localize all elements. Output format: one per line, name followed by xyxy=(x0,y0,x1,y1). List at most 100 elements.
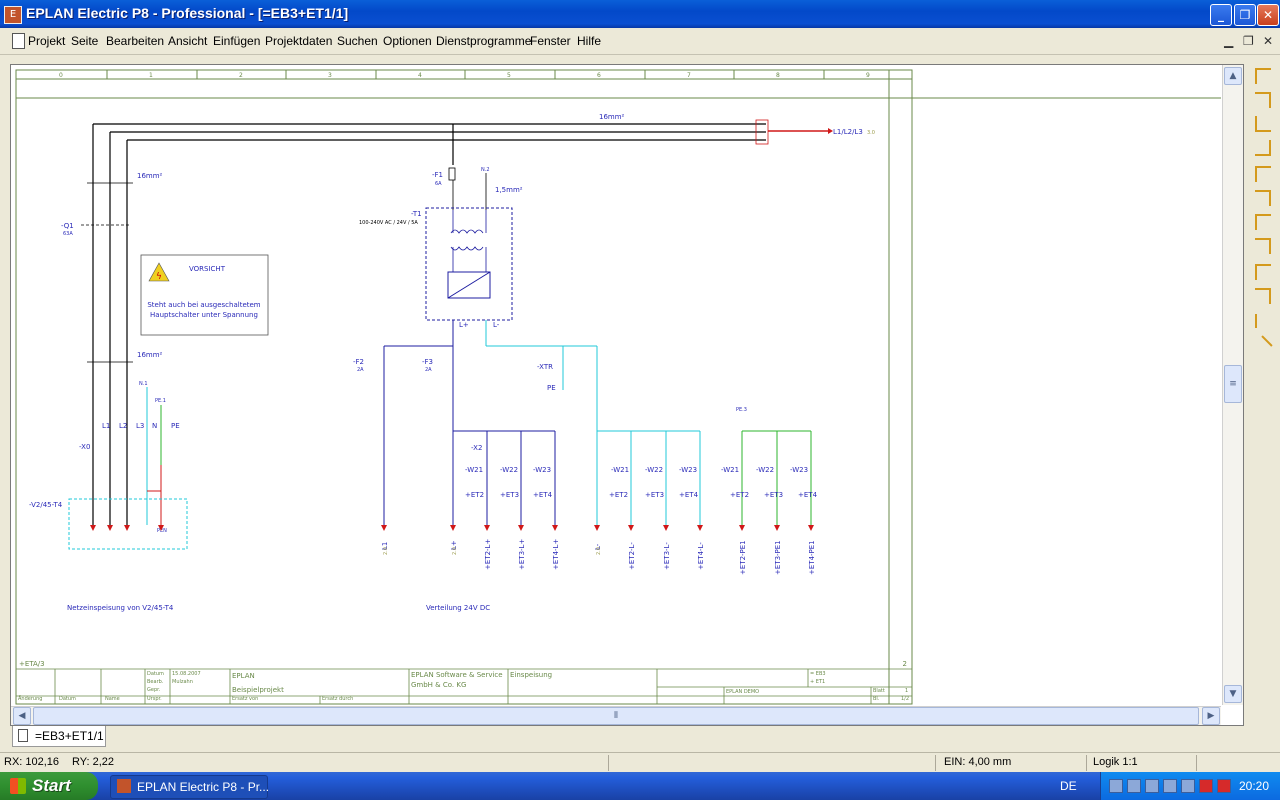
svg-text:+ET3: +ET3 xyxy=(764,491,783,499)
svg-text:2.0: 2.0 xyxy=(596,547,602,555)
svg-text:+ET4: +ET4 xyxy=(798,491,818,499)
t-junction-right-icon[interactable] xyxy=(1255,214,1271,230)
title-bar: E EPLAN Electric P8 - Professional - [=E… xyxy=(0,0,1280,28)
svg-text:+ET4-PE1: +ET4-PE1 xyxy=(808,540,816,575)
svg-text:+ET2: +ET2 xyxy=(465,491,484,499)
horizontal-scroll-thumb[interactable]: ⦀ xyxy=(33,707,1199,725)
vertical-scroll-thumb[interactable]: ≡ xyxy=(1224,365,1242,403)
svg-text:Änderung: Änderung xyxy=(18,695,42,702)
svg-text:Name: Name xyxy=(105,696,120,702)
column-3: 3 xyxy=(328,72,332,79)
warning-box xyxy=(140,254,269,336)
svg-text:L-: L- xyxy=(493,321,500,329)
eta-label: +ETA/3 xyxy=(19,660,45,668)
menu-suchen[interactable]: Suchen xyxy=(337,34,378,48)
battery-icon[interactable] xyxy=(1181,779,1195,793)
window-title: EPLAN Electric P8 - Professional - [=EB3… xyxy=(26,5,349,21)
symbol-toolbar xyxy=(1248,62,1278,362)
scroll-up-button[interactable]: ▲ xyxy=(1224,67,1242,85)
corner-top-right-icon[interactable] xyxy=(1255,92,1271,108)
acrobat-icon[interactable] xyxy=(1217,779,1231,793)
language-indicator[interactable]: DE xyxy=(1060,779,1077,793)
page-number: 2 xyxy=(903,660,907,668)
eplan-task-icon xyxy=(117,779,131,793)
menu-fenster[interactable]: Fenster xyxy=(530,34,571,48)
svg-text:Blatt: Blatt xyxy=(873,688,885,694)
svg-text:-XTR: -XTR xyxy=(537,363,553,371)
schematic-canvas[interactable]: 0 1 2 3 4 5 6 7 8 9 xyxy=(11,65,1221,705)
diagonal-connection-icon[interactable] xyxy=(1251,335,1273,357)
column-4: 4 xyxy=(418,72,422,79)
start-button[interactable]: Start xyxy=(0,772,98,800)
svg-text:6A: 6A xyxy=(435,181,442,187)
horizontal-scrollbar[interactable]: ◀ ⦀ ▶ xyxy=(11,706,1221,725)
cross-junction-icon[interactable] xyxy=(1255,264,1271,280)
svg-text:L2: L2 xyxy=(119,422,127,430)
svg-text:+ ET1: + ET1 xyxy=(810,679,825,685)
svg-text:-T1: -T1 xyxy=(411,210,422,218)
svg-text:+ET3-L+: +ET3-L+ xyxy=(518,539,526,570)
svg-text:= EB3: = EB3 xyxy=(810,671,826,677)
svg-text:+ET2-L-: +ET2-L- xyxy=(628,542,636,570)
scroll-left-button[interactable]: ◀ xyxy=(13,707,31,725)
menu-einfuegen[interactable]: Einfügen xyxy=(213,34,261,48)
eplan-app-icon[interactable]: E xyxy=(4,6,22,24)
svg-text:Datum: Datum xyxy=(147,671,164,677)
scroll-right-button[interactable]: ▶ xyxy=(1202,707,1220,725)
mdi-close-button[interactable]: ✕ xyxy=(1263,34,1274,48)
menu-optionen[interactable]: Optionen xyxy=(383,34,432,48)
menu-dienstprogramme[interactable]: Dienstprogramme xyxy=(436,34,532,48)
column-7: 7 xyxy=(687,72,691,79)
svg-text:+ET3-PE1: +ET3-PE1 xyxy=(774,540,782,575)
corner-bottom-left-icon[interactable] xyxy=(1255,116,1271,132)
menu-ansicht[interactable]: Ansicht xyxy=(168,34,208,48)
network-icon[interactable] xyxy=(1109,779,1123,793)
t-junction-left-icon[interactable] xyxy=(1255,238,1271,254)
menu-projektdaten[interactable]: Projektdaten xyxy=(265,34,333,48)
svg-text:L1: L1 xyxy=(381,542,389,550)
update-icon[interactable] xyxy=(1163,779,1177,793)
svg-text:Bl.: Bl. xyxy=(873,696,880,702)
mdi-restore-button[interactable]: ❐ xyxy=(1243,34,1254,48)
status-logik: Logik 1:1 xyxy=(1093,756,1138,768)
svg-text:+ET3: +ET3 xyxy=(500,491,519,499)
network-disconnected-icon[interactable] xyxy=(1127,779,1141,793)
svg-text:EPLAN Software & Service: EPLAN Software & Service xyxy=(411,671,503,679)
pdf-icon[interactable] xyxy=(1199,779,1213,793)
svg-text:Urspr.: Urspr. xyxy=(147,696,162,702)
svg-text:L-: L- xyxy=(594,543,602,550)
svg-text:Datum: Datum xyxy=(59,696,76,702)
minimize-button[interactable]: _ xyxy=(1210,4,1232,26)
menu-seite[interactable]: Seite xyxy=(71,34,99,48)
document-icon[interactable] xyxy=(12,33,25,49)
menu-projekt[interactable]: Projekt xyxy=(28,34,66,48)
taskbar-eplan-button[interactable]: EPLAN Electric P8 - Pr... xyxy=(110,775,269,799)
menu-hilfe[interactable]: Hilfe xyxy=(577,34,602,48)
svg-text:+ET4-L-: +ET4-L- xyxy=(697,542,705,570)
svg-text:PE: PE xyxy=(547,384,556,392)
t-junction-down-icon[interactable] xyxy=(1255,166,1271,182)
t-junction-up-icon[interactable] xyxy=(1255,190,1271,206)
mdi-minimize-button[interactable]: ▁ xyxy=(1224,34,1234,48)
maximize-button[interactable]: ❐ xyxy=(1234,4,1256,26)
svg-text:+ET4: +ET4 xyxy=(679,491,699,499)
close-button[interactable]: ✕ xyxy=(1257,4,1279,26)
corner-bottom-right-icon[interactable] xyxy=(1255,140,1271,156)
svg-text:1: 1 xyxy=(905,688,908,694)
svg-text:+ET2-L+: +ET2-L+ xyxy=(484,539,492,570)
interruption-point-icon[interactable] xyxy=(1255,314,1271,328)
svg-text:-F1: -F1 xyxy=(432,171,443,179)
scroll-down-button[interactable]: ▼ xyxy=(1224,685,1242,703)
corner-top-left-icon[interactable] xyxy=(1255,68,1271,84)
svg-text:100-240V AC / 24V / 5A: 100-240V AC / 24V / 5A xyxy=(359,220,418,226)
svg-text:PEN: PEN xyxy=(157,528,167,534)
vertical-scrollbar[interactable]: ▲ ≡ ▼ xyxy=(1222,65,1243,705)
q1-label: -Q1 xyxy=(61,222,74,230)
menu-bearbeiten[interactable]: Bearbeiten xyxy=(106,34,165,48)
svg-text:Bearb.: Bearb. xyxy=(147,679,164,685)
security-icon[interactable] xyxy=(1145,779,1159,793)
svg-text:+ET4-L+: +ET4-L+ xyxy=(552,539,560,570)
cross-junction-alt-icon[interactable] xyxy=(1255,288,1271,304)
page-tab[interactable]: =EB3+ET1/1 xyxy=(12,726,106,747)
column-6: 6 xyxy=(597,72,601,79)
